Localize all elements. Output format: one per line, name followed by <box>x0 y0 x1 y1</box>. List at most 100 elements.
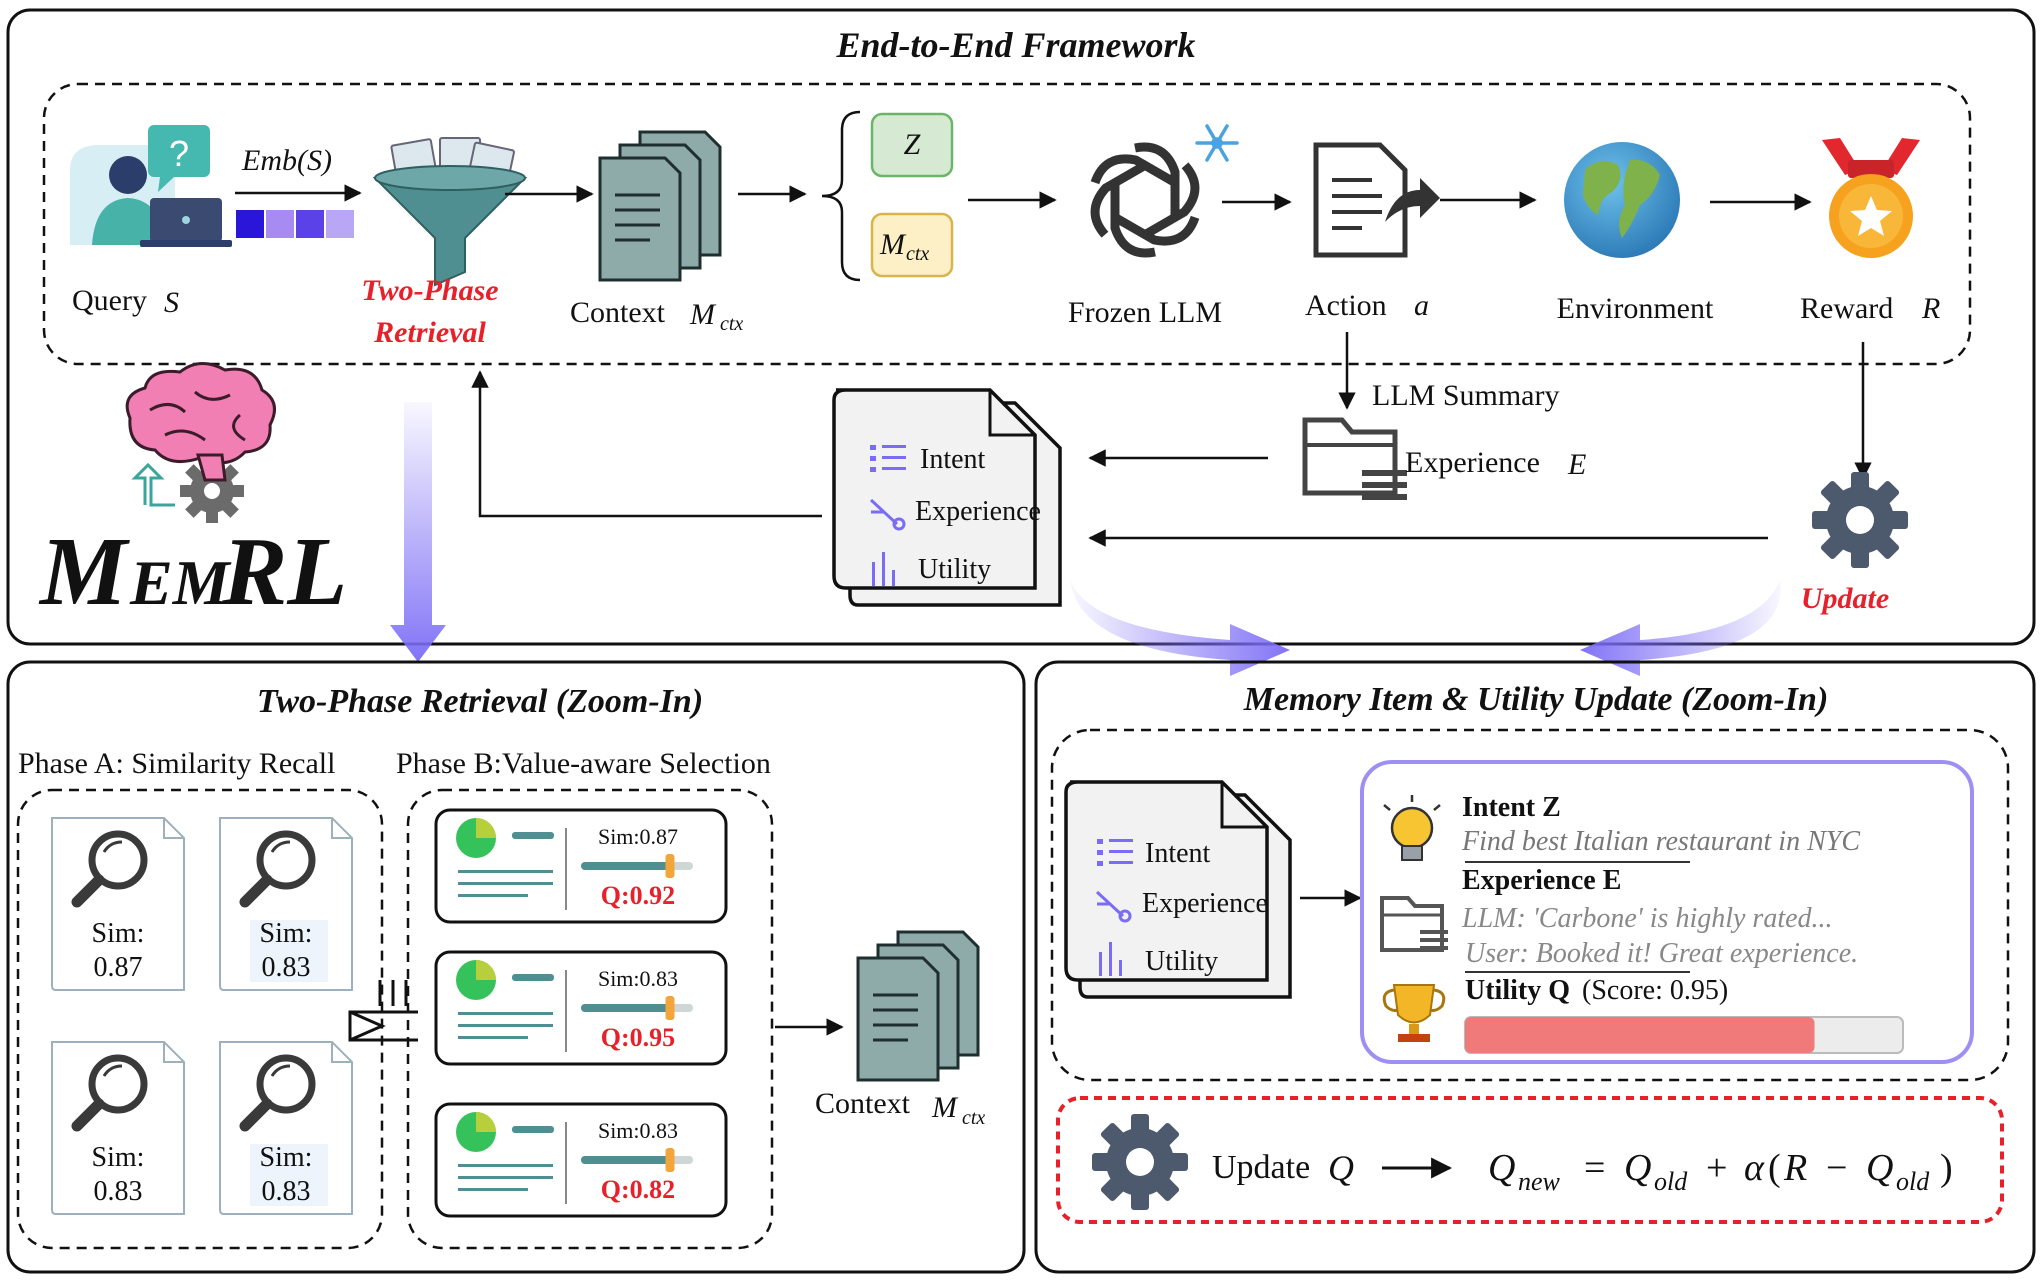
pie-icon <box>456 960 496 1000</box>
phase-b-box <box>406 788 774 1250</box>
experience-label: Experience <box>1405 446 1540 479</box>
gear-icon-formula <box>1092 1114 1188 1210</box>
sim-label: Sim: <box>260 1142 313 1173</box>
zoom-arrow-memory-right <box>1580 580 1781 676</box>
experience-icon <box>869 498 906 531</box>
experience-icon-bottom <box>1095 890 1132 923</box>
bottom-context-label: Context <box>815 1087 911 1120</box>
card-slider-handle <box>665 996 675 1020</box>
formula-minus: − <box>1826 1147 1847 1189</box>
svg-text:?: ? <box>169 133 189 174</box>
memory-detail-card <box>1360 760 1974 1064</box>
bottom-context-sub: ctx <box>962 1107 985 1129</box>
formula-old-1: old <box>1654 1167 1688 1196</box>
formula-q1: Q <box>1488 1147 1515 1189</box>
card-q-value: Q:0.82 <box>601 1175 675 1204</box>
value-card-1: Sim:0.87Q:0.92 <box>434 808 728 924</box>
bottom-memory-item-utility: Utility <box>1145 946 1218 977</box>
search-doc-1: Sim:0.87 <box>51 817 185 991</box>
medal-icon <box>1822 138 1920 258</box>
retrieval-label-1: Two-Phase <box>361 274 498 307</box>
sim-value: 0.83 <box>94 1176 143 1207</box>
docs-stack-icon <box>598 130 722 282</box>
merge-symbol <box>348 980 418 1042</box>
phase-b-label: Phase B:Value-aware Selection <box>396 747 771 780</box>
card-q-value: Q:0.92 <box>601 881 675 910</box>
utility-bar-fill <box>1465 1017 1815 1053</box>
formula-old-2: old <box>1896 1167 1930 1196</box>
memory-panel <box>1034 660 2036 1274</box>
formula-update-var: Q <box>1328 1148 1354 1188</box>
zoom-arrow-memory-left <box>1070 580 1290 676</box>
memory-detail-box <box>1050 728 2010 1082</box>
brace <box>821 110 861 282</box>
card-q-value: Q:0.95 <box>601 1023 675 1052</box>
search-doc-4: Sim:0.83 <box>219 1041 353 1215</box>
card-slider-fill <box>581 1004 670 1012</box>
memory-card-stack <box>832 388 1062 607</box>
query-label: Query <box>72 284 147 317</box>
experience-line-2: User: Booked it! Great experience. <box>1465 938 1858 969</box>
memory-card-stack-bottom <box>1064 780 1292 999</box>
action-var: a <box>1414 289 1429 322</box>
query-var: S <box>164 286 179 319</box>
globe-icon <box>1564 142 1680 258</box>
bottom-memory-item-intent: Intent <box>1145 838 1211 869</box>
formula-r: R <box>1783 1147 1807 1189</box>
search-icon <box>71 1054 148 1132</box>
funnel-icon <box>372 137 528 287</box>
utility-icon-bottom <box>1099 942 1122 976</box>
mctx-sub: ctx <box>906 243 929 265</box>
formula: Q new = Q old + α ( R − Q old ) <box>1488 1147 1953 1196</box>
env-label: Environment <box>1557 292 1714 325</box>
formula-plus: + <box>1706 1147 1727 1189</box>
snowflake-icon <box>1195 124 1239 162</box>
formula-alpha: α <box>1744 1147 1765 1189</box>
memory-item-utility: Utility <box>918 554 991 585</box>
card-slider-fill <box>581 862 670 870</box>
pie-icon <box>456 1112 496 1152</box>
sim-label: Sim: <box>92 918 145 949</box>
sim-value: 0.83 <box>262 1176 311 1207</box>
card-slider-handle <box>665 854 675 878</box>
formula-update-text: Update <box>1212 1149 1310 1186</box>
sim-label: Sim: <box>92 1142 145 1173</box>
retrieval-panel-title: Two-Phase Retrieval (Zoom-In) <box>257 683 703 720</box>
memory-item-intent: Intent <box>920 444 986 475</box>
experience-var: E <box>1567 448 1586 481</box>
utility-title: Utility Q <box>1465 975 1570 1006</box>
value-card-3: Sim:0.83Q:0.82 <box>434 1102 728 1218</box>
llm-label: Frozen LLM <box>1068 296 1222 329</box>
utility-icon <box>872 552 895 586</box>
intent-list-icon-bottom <box>1097 839 1133 866</box>
folder-icon-detail <box>1380 896 1448 952</box>
intent-title: Intent Z <box>1462 792 1561 823</box>
card-slider-handle <box>665 1148 675 1172</box>
formula-q3: Q <box>1866 1147 1893 1189</box>
gear-icon <box>1812 472 1908 568</box>
mctx-box <box>870 212 954 278</box>
lightbulb-icon <box>1383 795 1441 861</box>
memory-item-experience: Experience <box>915 496 1041 527</box>
zoom-arrow-retrieval <box>390 402 446 662</box>
top-title: End-to-End Framework <box>835 25 1195 65</box>
top-panel <box>6 8 2036 646</box>
brand-rl: RL <box>221 518 347 626</box>
retrieval-panel <box>6 660 1026 1274</box>
docs-stack-icon-bottom <box>856 930 980 1082</box>
reward-label: Reward <box>1800 292 1893 325</box>
action-doc-icon <box>1313 142 1440 258</box>
z-box <box>870 112 954 178</box>
search-icon <box>239 830 316 908</box>
intent-list-icon <box>870 445 906 472</box>
card-slider-fill <box>581 1156 670 1164</box>
card-sim: Sim:0.83 <box>598 1118 678 1143</box>
experience-title: Experience E <box>1462 865 1621 896</box>
sim-label: Sim: <box>260 918 313 949</box>
value-card-2: Sim:0.83Q:0.95 <box>434 950 728 1066</box>
trophy-icon <box>1382 984 1446 1042</box>
memory-to-retrieval-arrow <box>471 370 822 518</box>
pie-icon <box>456 818 496 858</box>
context-sub: ctx <box>720 313 743 335</box>
